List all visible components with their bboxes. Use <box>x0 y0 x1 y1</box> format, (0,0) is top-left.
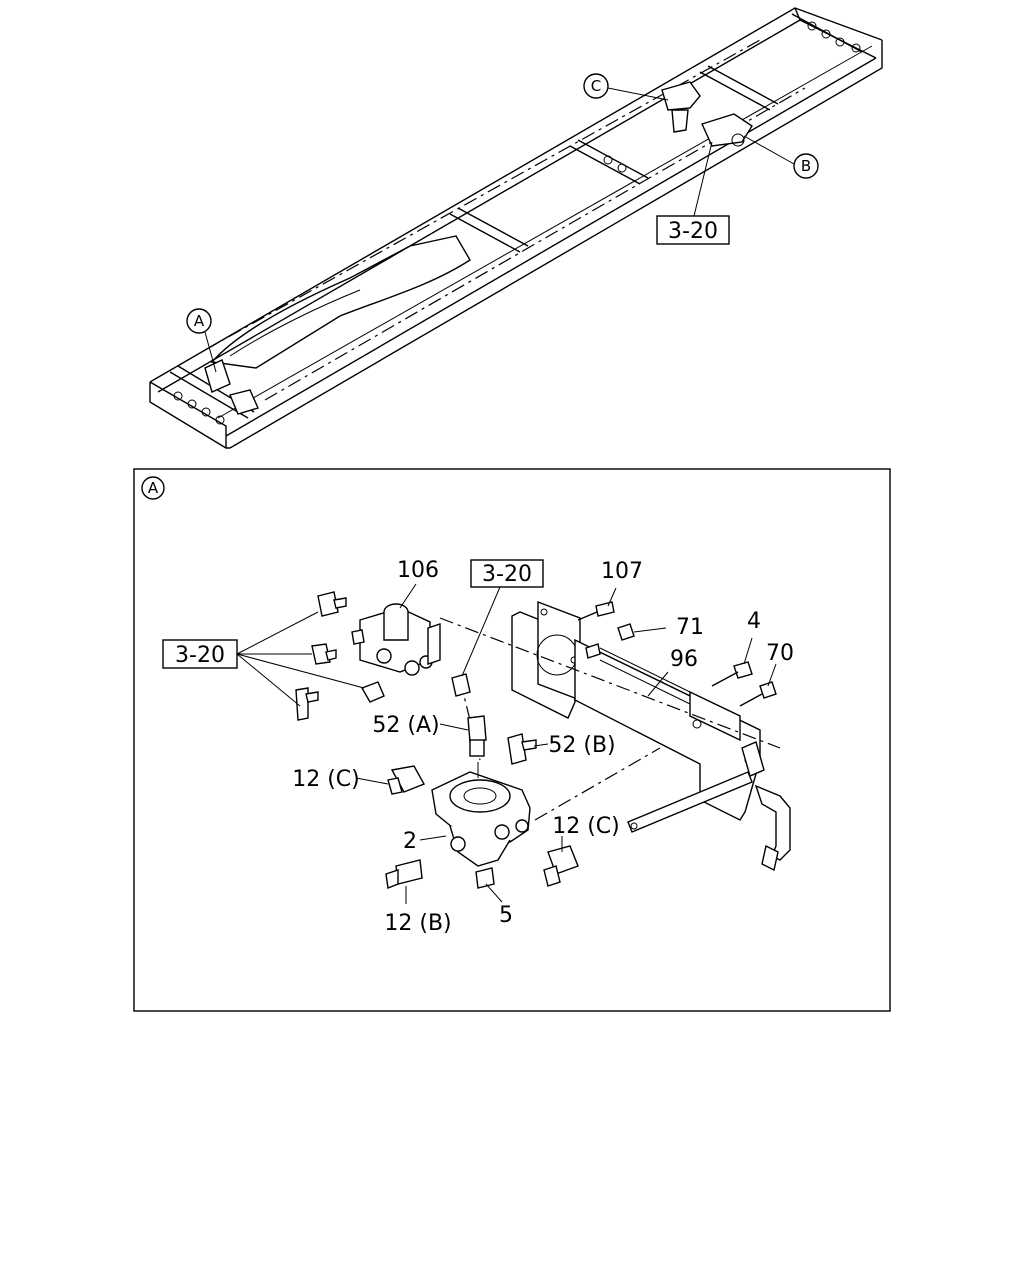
detail-marker-label: A <box>148 479 159 497</box>
ref-3-20-top: 3-20 <box>482 562 532 587</box>
mounting-bracket <box>511 600 791 872</box>
label-106: 106 <box>397 558 439 583</box>
label-12c-left: 12 (C) <box>292 767 360 792</box>
chassis-frame <box>149 7 883 449</box>
label-5: 5 <box>499 903 513 928</box>
label-96: 96 <box>670 647 698 672</box>
fasteners <box>577 601 777 707</box>
callout-b-label: B <box>801 157 811 175</box>
ref-3-20-overview: 3-20 <box>668 219 718 244</box>
label-52a: 52 (A) <box>372 713 439 738</box>
overview-callouts: A C B 3-20 <box>186 73 819 373</box>
relay-valve-106 <box>351 603 441 676</box>
callout-c-label: C <box>591 77 601 95</box>
label-12c-right: 12 (C) <box>552 814 620 839</box>
detail-leaders <box>355 583 777 904</box>
label-107: 107 <box>601 559 643 584</box>
ref-3-20-left: 3-20 <box>175 643 225 668</box>
label-12b: 12 (B) <box>384 911 451 936</box>
valve-fittings <box>385 715 579 889</box>
relay-valve-2 <box>431 762 531 867</box>
label-71: 71 <box>676 615 704 640</box>
label-2: 2 <box>403 829 417 854</box>
label-70: 70 <box>766 641 794 666</box>
detail-view-a: A <box>133 468 891 1012</box>
label-4: 4 <box>747 609 761 634</box>
label-52b: 52 (B) <box>548 733 615 758</box>
air-fittings-3-20 <box>295 591 471 721</box>
callout-a-label: A <box>194 312 205 330</box>
ref-3-20-left-leaders: 3-20 <box>162 611 365 707</box>
